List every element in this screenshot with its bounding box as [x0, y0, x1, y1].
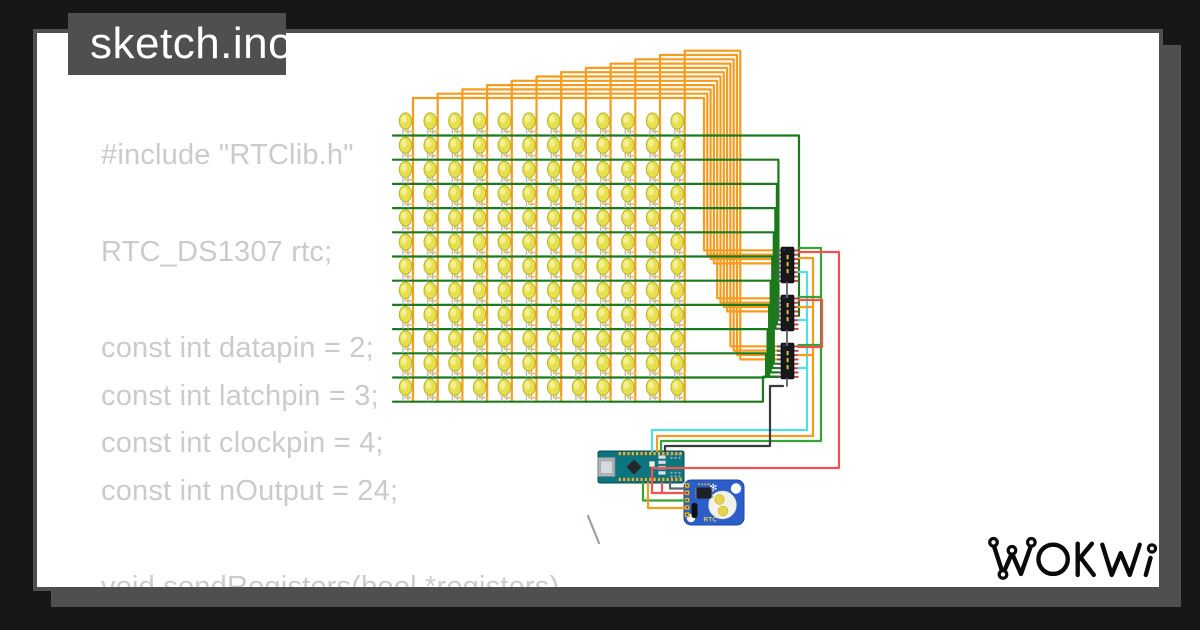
- file-tab: sketch.ino: [68, 13, 293, 75]
- code-line: RTC_DS1307 rtc;: [101, 236, 333, 268]
- file-tab-label: sketch.ino: [90, 19, 294, 68]
- editor-panel: #include "RTClib.h" RTC_DS1307 rtc; cons…: [33, 29, 1163, 591]
- code-line: #include "RTClib.h": [101, 139, 354, 171]
- code-line: const int clockpin = 4;: [101, 427, 384, 459]
- wokwi-logo-strokes: [988, 536, 1158, 580]
- wokwi-logo: [985, 531, 1159, 581]
- code-line: const int latchpin = 3;: [101, 380, 379, 412]
- code-line: const int datapin = 2;: [101, 332, 374, 364]
- code-line: void sendRegisters(bool *registers): [101, 571, 560, 591]
- code-line: const int nOutput = 24;: [101, 475, 399, 507]
